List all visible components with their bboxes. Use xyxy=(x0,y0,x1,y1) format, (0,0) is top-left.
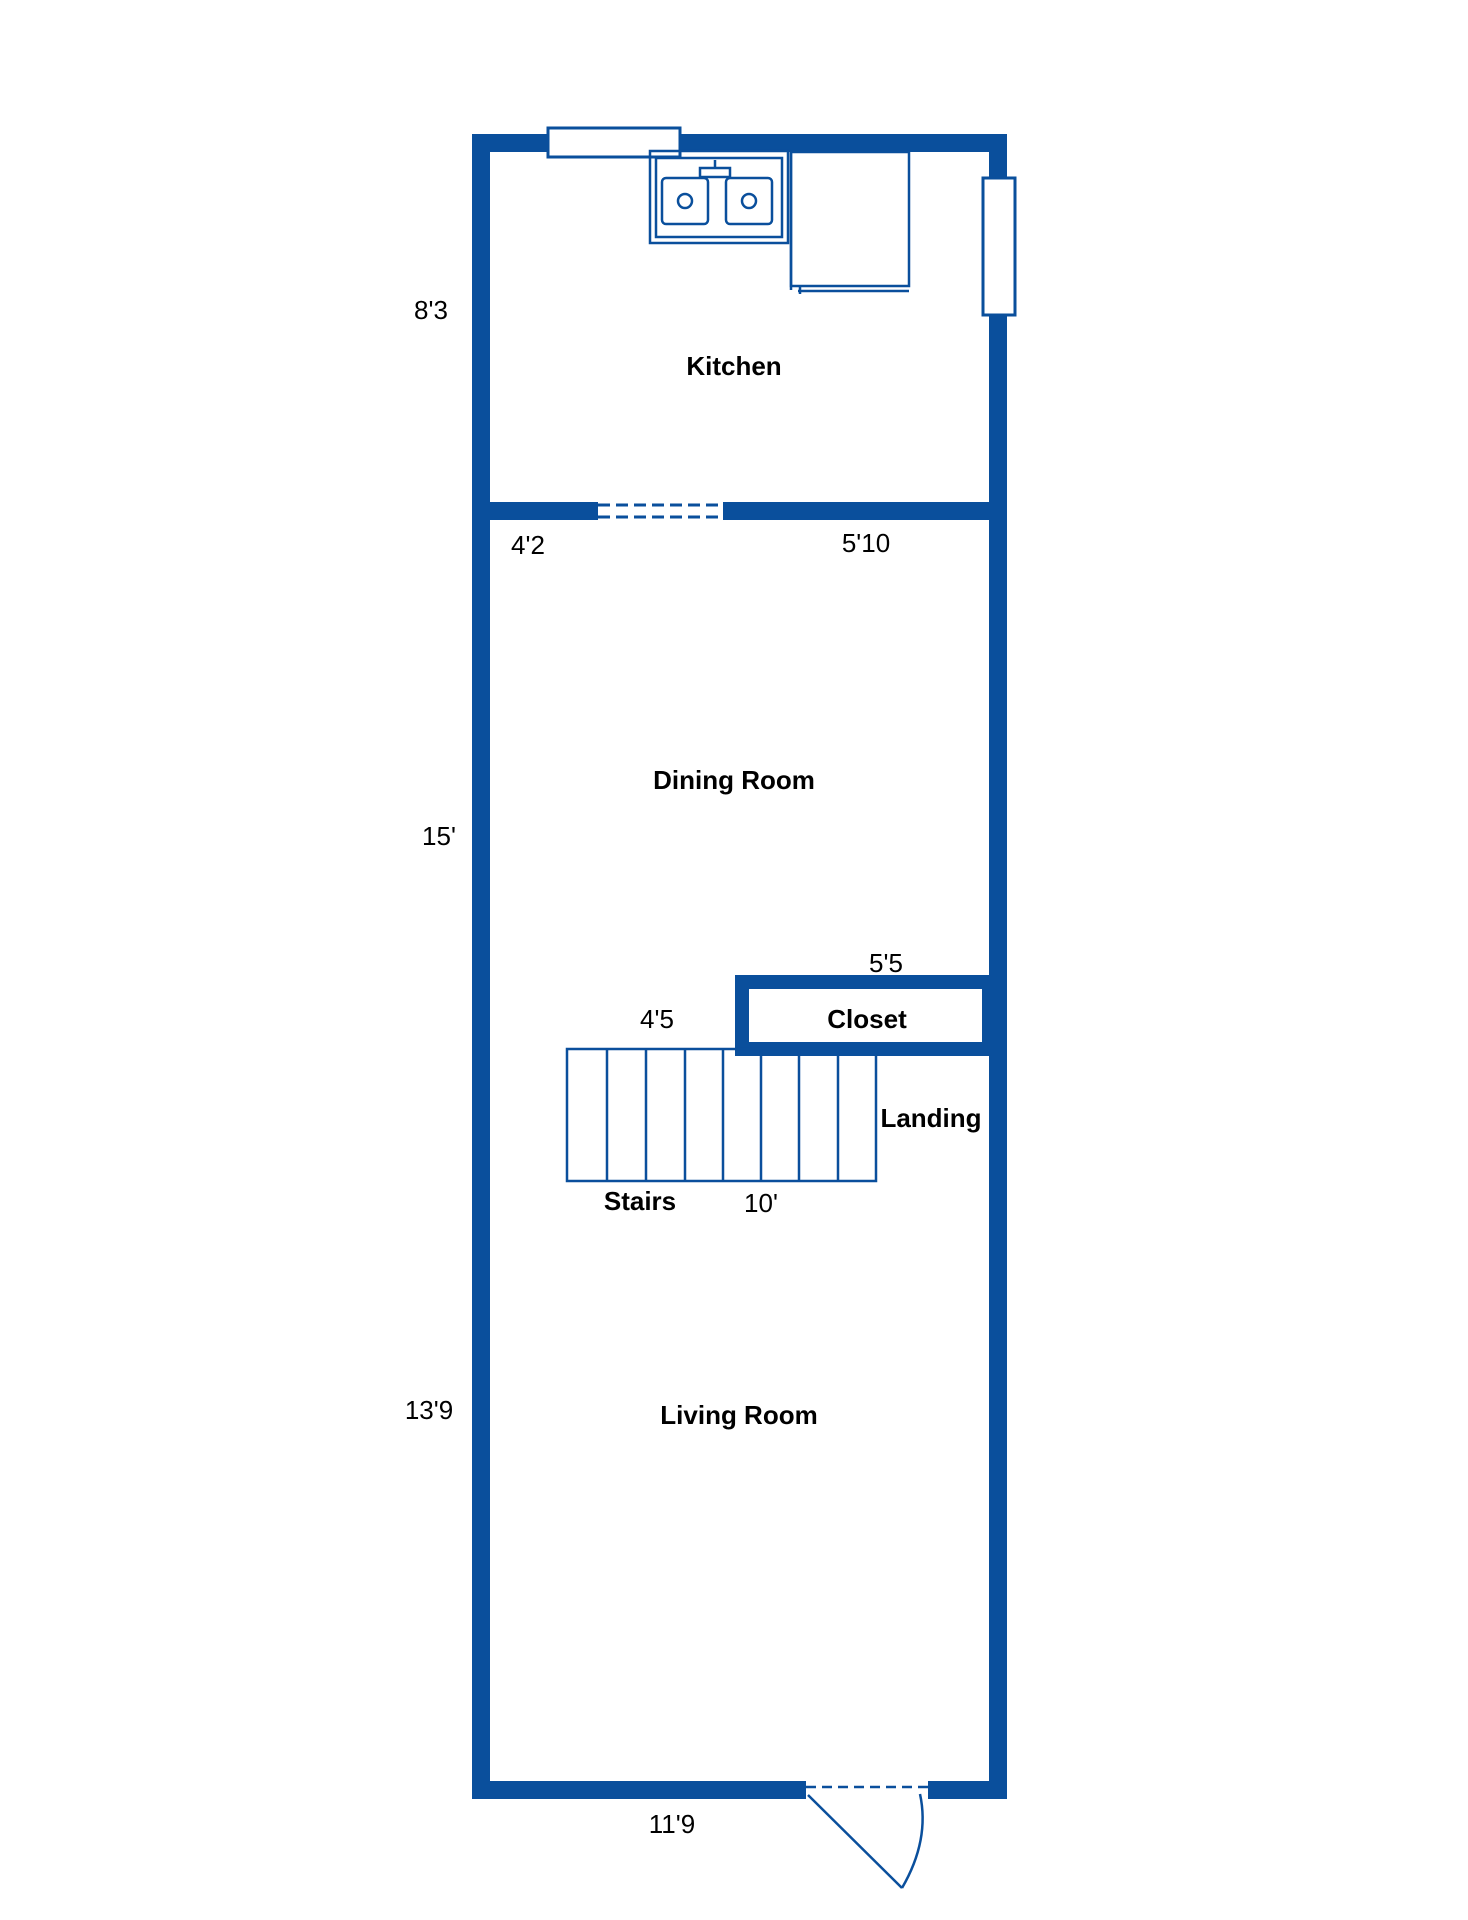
entry-door xyxy=(806,1785,928,1889)
room-labels: Kitchen Dining Room Closet Landing Stair… xyxy=(604,351,982,1430)
kitchen-wall-right xyxy=(723,502,989,520)
landing-label: Landing xyxy=(880,1103,981,1133)
wall-bottom-left xyxy=(472,1781,806,1799)
stair-treads xyxy=(605,1049,840,1181)
drain-left xyxy=(676,192,694,210)
door-swing xyxy=(900,1793,924,1889)
stairs-label: Stairs xyxy=(604,1186,676,1216)
windows xyxy=(546,126,1017,317)
wall-left xyxy=(472,134,490,1799)
sink-cabinet xyxy=(654,156,784,239)
kitchen-opening xyxy=(598,503,723,519)
dim-dining-height: 15' xyxy=(422,821,456,851)
stairs-outline xyxy=(565,1047,878,1183)
wall-right xyxy=(989,134,1007,1799)
dim-overall-width: 11'9 xyxy=(649,1809,695,1839)
dim-stairs-width: 4'5 xyxy=(640,1004,674,1034)
dim-stairs-length: 10' xyxy=(744,1188,778,1218)
sink-basin-left xyxy=(660,176,710,226)
window-right xyxy=(981,176,1017,317)
kitchen-wall-left xyxy=(490,502,598,520)
sink-basin-right xyxy=(724,176,774,226)
sink-icon xyxy=(648,149,790,245)
dimension-labels: 8'3 4'2 5'10 15' 5'5 4'5 10' 13'9 11'9 xyxy=(405,295,903,1839)
stove-body xyxy=(789,150,911,288)
sink-counter xyxy=(648,149,790,245)
dim-kitchen-wall-right: 5'10 xyxy=(842,528,890,558)
door-panel xyxy=(807,1794,903,1889)
exterior-walls xyxy=(472,134,1007,1799)
living-room-label: Living Room xyxy=(660,1400,817,1430)
wall-bottom-right xyxy=(928,1781,1007,1799)
dim-kitchen-height: 8'3 xyxy=(414,295,448,325)
drain-right xyxy=(740,192,758,210)
dim-closet-width: 5'5 xyxy=(869,948,903,978)
dim-kitchen-wall-left: 4'2 xyxy=(511,530,545,560)
dining-room-label: Dining Room xyxy=(653,765,815,795)
kitchen-label: Kitchen xyxy=(686,351,781,381)
closet-label: Closet xyxy=(827,1004,907,1034)
stairs xyxy=(565,1047,878,1183)
stove-icon xyxy=(789,150,911,294)
window-top xyxy=(546,126,682,159)
dim-living-height: 13'9 xyxy=(405,1395,453,1425)
faucet xyxy=(698,166,732,179)
